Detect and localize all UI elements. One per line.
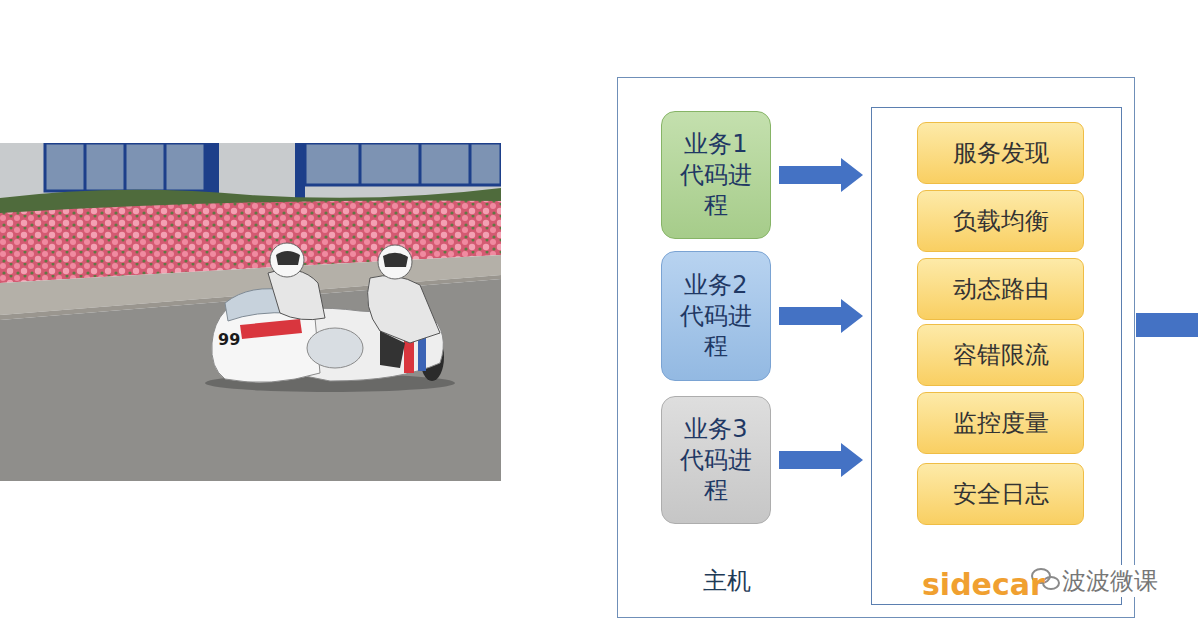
outgoing-arrow (1136, 313, 1198, 337)
flow-arrow (779, 307, 841, 325)
building-part (419, 143, 422, 185)
feature-box: 安全日志 (917, 463, 1084, 525)
box-text: 容错限流 (953, 340, 1049, 371)
feature-box: 负载均衡 (917, 190, 1084, 252)
process-box: 业务3代码进程 (661, 396, 771, 524)
wechat-icon-part (1043, 577, 1059, 589)
building-part (359, 143, 362, 185)
building-part (305, 143, 501, 185)
sidecar-motorcycle-part (380, 331, 405, 368)
feature-box: 服务发现 (917, 122, 1084, 184)
sidecar-motorcycle-part (378, 245, 412, 279)
sidecar-motorcycle-part (268, 270, 325, 320)
watermark: 波波微课 (1060, 565, 1160, 597)
sidecar-motorcycle-part (307, 328, 363, 368)
box-text: 动态路由 (953, 274, 1049, 305)
box-label: sidecar (922, 566, 1045, 604)
box-text: 安全日志 (953, 479, 1049, 510)
sidecar-motorcycle-part (270, 243, 304, 277)
building-part (164, 143, 167, 191)
box-text: 业务3代码进程 (674, 414, 758, 506)
building-part (124, 143, 127, 191)
box-label: 主机 (703, 566, 751, 597)
feature-box: 容错限流 (917, 324, 1084, 386)
box-text: 服务发现 (953, 138, 1049, 169)
race-number: 99 (216, 330, 242, 349)
box-text: 业务2代码进程 (674, 270, 758, 362)
road (0, 255, 501, 481)
process-box: 业务1代码进程 (661, 111, 771, 239)
feature-box: 动态路由 (917, 258, 1084, 320)
box-text: 监控度量 (953, 408, 1049, 439)
connectors (779, 175, 841, 460)
sidecar-motorcycle-part (368, 276, 440, 343)
building-part (469, 143, 472, 185)
building-part (45, 143, 205, 191)
sidecar-motorcycle (205, 243, 455, 392)
building-part (84, 143, 87, 191)
sidecar-motorcycle-part (276, 251, 300, 265)
sidecar-motorcycle-part (240, 319, 302, 339)
flow-arrow (779, 166, 841, 184)
feature-box: 监控度量 (917, 392, 1084, 454)
flow-arrow (779, 451, 841, 469)
sidecar-box: 服务发现负载均衡动态路由容错限流监控度量安全日志 sidecar (871, 107, 1122, 605)
host-box: 业务1代码进程业务2代码进程业务3代码进程 服务发现负载均衡动态路由容错限流监控度… (617, 77, 1135, 618)
sidecar-photo (0, 143, 501, 481)
box-text: 负载均衡 (953, 206, 1049, 237)
sidecar-motorcycle-part (383, 253, 408, 267)
box-text: 业务1代码进程 (674, 129, 758, 221)
process-box: 业务2代码进程 (661, 251, 771, 381)
